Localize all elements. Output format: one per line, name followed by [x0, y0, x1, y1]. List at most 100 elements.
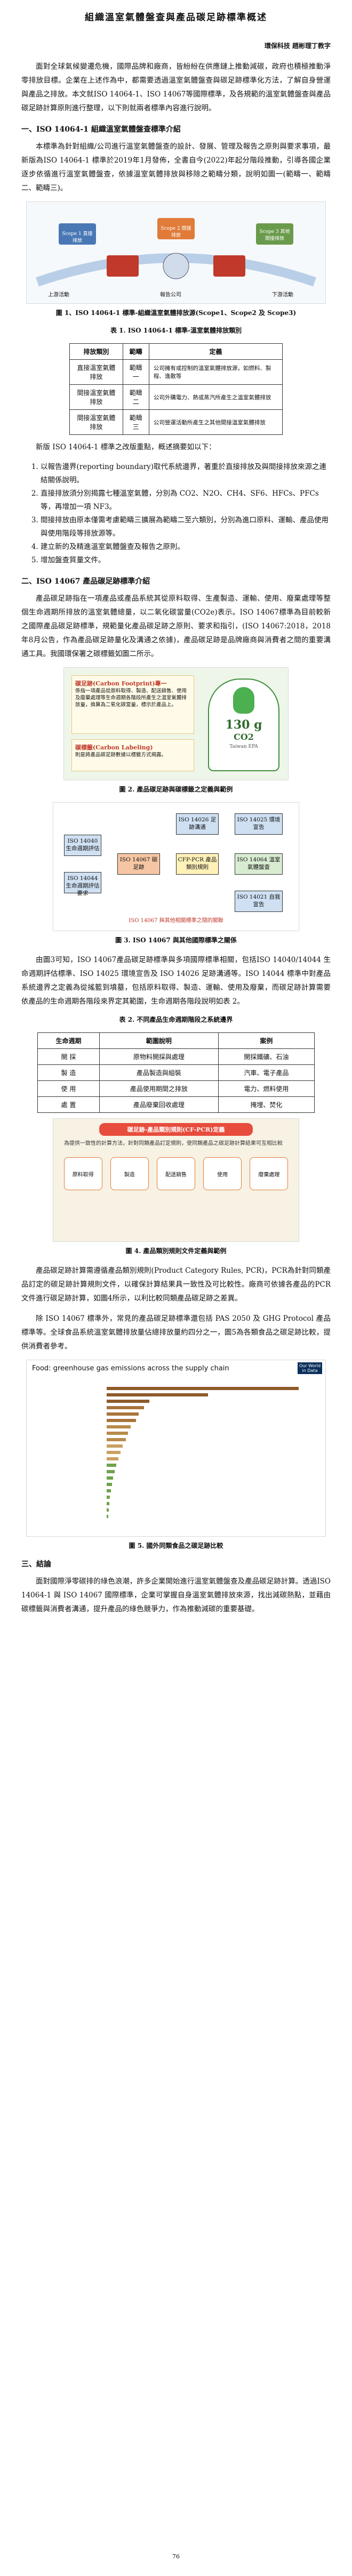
- section1-paragraph-2: 新版 ISO 14064-1 標準之改版重點，概述摘要如以下：: [36, 443, 216, 451]
- list-item: 以報告邊界(reporting boundary)取代系統邊界，著重於直接排放及…: [41, 461, 331, 487]
- table-cell: 開 採: [37, 1048, 100, 1065]
- figure-1-scope-diagram: Scope 1 直接排放 Scope 2 間接排放 Scope 3 其他間接排放…: [26, 201, 326, 304]
- table-cell: 範疇三: [122, 409, 149, 435]
- flow-box: ISO 14067 碳足跡: [117, 853, 160, 875]
- pcr-subtext: 為提供一致性的計算方法，針對同類產品訂定規則，使同類產品之碳足跡計算結果可互相比…: [64, 1141, 283, 1146]
- pcr-step: 使用: [203, 1157, 242, 1190]
- table-cell: 範疇一: [122, 359, 149, 385]
- table-row: 處 置 產品廢棄回收處理 掩埋、焚化: [37, 1096, 315, 1113]
- table-header: 生命週期: [37, 1032, 100, 1049]
- table-header: 範圍說明: [99, 1032, 219, 1049]
- stage-downstream: 下游活動: [272, 292, 293, 298]
- table-2: 生命週期 範圍說明 案例 開 採 原物料開採與處理 開採鐵礦、石油 製 造 產品…: [37, 1032, 315, 1113]
- pcr-step: 製造: [110, 1157, 149, 1190]
- scope2-label: Scope 2 間接排放: [161, 226, 191, 238]
- table-header: 範疇: [122, 343, 149, 360]
- figure-2-caption: 圖 2. 產品碳足跡與碳標籤之定義與範例: [119, 786, 233, 793]
- flow-box: ISO 14064 溫室氣體盤查: [235, 853, 283, 875]
- table-header-row: 排放類別 範疇 定義: [69, 343, 283, 360]
- bar-rows: [107, 1387, 299, 1518]
- page-title: 組織溫室氣體盤查與產品碳足跡標準概述: [85, 12, 267, 23]
- figure-5-food-emissions: Food: greenhouse gas emissions across th…: [26, 1360, 326, 1537]
- figure-3-caption: 圖 3. ISO 14067 與其他國際標準之關係: [115, 936, 237, 944]
- food-chart-bars: [107, 1387, 299, 1518]
- epa-badge: Taiwan EPA: [229, 744, 258, 749]
- author-line: 環保科技 趙彬理丁教字: [264, 42, 331, 50]
- section2-paragraph-4: 除 ISO 14067 標準外，常見的產品碳足跡標準還包括 PAS 2050 及…: [21, 1314, 331, 1351]
- table-row: 製 造 產品製造與組裝 汽車、電子產品: [37, 1064, 315, 1081]
- figure-2-carbon-label: 碳足跡(Carbon Footprint)專一 係指一項產品從原料取得、製造、配…: [63, 667, 289, 780]
- figure-4-caption: 圖 4. 產品類別規則文件定義與範例: [125, 1247, 227, 1255]
- table-row: 間接溫室氣體排放 範疇二 公司外購電力、熱或蒸汽所產生之溫室氣體排放: [69, 384, 283, 410]
- pcr-step: 原料取得: [63, 1157, 102, 1190]
- table-cell: 產品使用期間之排放: [99, 1080, 219, 1097]
- table-cell: 使 用: [37, 1080, 100, 1097]
- table-row: 直接溫室氣體排放 範疇一 公司擁有或控制的溫室氣體排放源，如燃料、製程、逸散等: [69, 359, 283, 385]
- table-header: 案例: [218, 1032, 315, 1049]
- footprint-icon: [233, 687, 254, 714]
- flow-note: ISO 14067 與其他相關標準之間的關聯: [129, 918, 223, 924]
- carbon-label-text: 則是將產品碳足跡數據以標籤方式揭露。: [75, 752, 167, 758]
- table-1: 排放類別 範疇 定義 直接溫室氣體排放 範疇一 公司擁有或控制的溫室氣體排放源，…: [69, 343, 283, 435]
- section2-heading: 二、ISO 14067 產品碳足跡標準介紹: [21, 577, 150, 586]
- table-header-row: 生命週期 範圍說明 案例: [37, 1032, 315, 1049]
- carbon-label-title: 碳標籤(Carbon Labeling): [75, 744, 153, 751]
- section3-paragraph-1: 面對國際淨零碳排的綠色浪潮，許多企業開始進行溫室氣體盤查及產品碳足跡計算。透過I…: [21, 1577, 331, 1613]
- flow-box: ISO 14021 自我宣告: [235, 891, 283, 912]
- scope1-label: Scope 1 直接排放: [62, 231, 93, 244]
- carbon-label-box: 碳標籤(Carbon Labeling) 則是將產品碳足跡數據以標籤方式揭露。: [71, 739, 194, 771]
- document-page: 組織溫室氣體盤查與產品碳足跡標準概述 環保科技 趙彬理丁教字 面對全球氣候變遷危…: [21, 0, 331, 1616]
- table-cell: 製 造: [37, 1064, 100, 1081]
- pcr-steps: 原料取得 製造 配送銷售 使用 廢棄處理: [60, 1157, 292, 1190]
- table-header: 排放類別: [69, 343, 123, 360]
- section2-paragraph-2: 由圖3可知，ISO 14067產品碳足跡標準與多項國際標準相關，包括ISO 14…: [21, 956, 331, 1006]
- revision-list: 以報告邊界(reporting boundary)取代系統邊界，著重於直接排放及…: [21, 461, 331, 567]
- stage-upstream: 上游活動: [48, 292, 69, 298]
- carbon-footprint-title: 碳足跡(Carbon Footprint)專一: [75, 680, 167, 687]
- flow-box: ISO 14040 生命週期評估: [64, 835, 101, 856]
- carbon-footprint-box: 碳足跡(Carbon Footprint)專一 係指一項產品從原料取得、製造、配…: [71, 675, 194, 734]
- section3-heading: 三、結論: [21, 1560, 51, 1569]
- table-cell: 範疇二: [122, 384, 149, 410]
- pcr-step: 廢棄處理: [250, 1157, 289, 1190]
- table-cell: 公司擁有或控制的溫室氣體排放源，如燃料、製程、逸散等: [148, 359, 283, 385]
- table-cell: 原物料開採與處理: [99, 1048, 219, 1065]
- table-cell: 汽車、電子產品: [218, 1064, 315, 1081]
- table-cell: 產品製造與組裝: [99, 1064, 219, 1081]
- table-cell: 間接溫室氣體排放: [69, 384, 123, 410]
- flow-box: ISO 14025 環境宣告: [235, 813, 283, 835]
- table-cell: 掩埋、焚化: [218, 1096, 315, 1113]
- section2-paragraph-1: 產品碳足跡指在一項產品或產品系統其從原料取得、生產製造、運輸、使用、廢棄處理等整…: [21, 594, 331, 658]
- flow-box: CFP-PCR 產品類別規則: [176, 853, 219, 875]
- stage-company: 報告公司: [160, 292, 181, 298]
- table-1-caption: 表 1. ISO 14064-1 標準-溫室氣體排放類別: [110, 327, 242, 334]
- figure-1-caption: 圖 1、ISO 14064-1 標準-組織溫室氣體排放源(Scope1、Scop…: [55, 309, 297, 317]
- table-cell: 直接溫室氣體排放: [69, 359, 123, 385]
- table-header: 定義: [148, 343, 283, 360]
- table-cell: 公司營運活動所產生之其他間接溫室氣體排放: [148, 409, 283, 435]
- table-cell: 電力、燃料使用: [218, 1080, 315, 1097]
- section1-paragraph-1: 本標準為針對組織/公司進行溫室氣體盤查的設計、發展、管理及報告之原則與要求事項，…: [21, 142, 331, 192]
- table-cell: 公司外購電力、熱或蒸汽所產生之溫室氣體排放: [148, 384, 283, 410]
- table-cell: 間接溫室氣體排放: [69, 409, 123, 435]
- list-item: 增加盤查質量文件。: [41, 554, 331, 567]
- pcr-step: 配送銷售: [156, 1157, 195, 1190]
- flow-box: ISO 14044 生命週期評估要求: [64, 872, 101, 897]
- pcr-header: 碳足跡-產品類別規則(CF-PCR)定義: [99, 1123, 253, 1136]
- section2-paragraph-3: 產品碳足跡計算需遵循產品類別規則(Product Category Rules,…: [21, 1266, 331, 1303]
- figure-4-pcr: 碳足跡-產品類別規則(CF-PCR)定義 為提供一致性的計算方法，針對同類產品訂…: [53, 1118, 299, 1242]
- figure-5-caption: 圖 5. 國外同類食品之碳足跡比較: [129, 1542, 223, 1549]
- section1-heading: 一、ISO 14064-1 組織溫室氣體盤查標準介紹: [21, 125, 181, 134]
- page-number: 76: [172, 2553, 180, 2560]
- table-cell: 處 置: [37, 1096, 100, 1113]
- owid-badge: Our World in Data: [298, 1362, 322, 1374]
- list-item: 間接排放由原本僅需考慮範疇三擴展為範疇二至六類別，分別為進口原料、運輸、產品使用…: [41, 514, 331, 540]
- scope-diagram-svg: [27, 202, 325, 303]
- carbon-value: 130 g: [225, 718, 262, 732]
- table-row: 使 用 產品使用期間之排放 電力、燃料使用: [37, 1080, 315, 1097]
- table-2-caption: 表 2. 不同產品生命週期階段之系統邊界: [119, 1016, 233, 1023]
- carbon-label-logo: 130 g CO2 Taiwan EPA: [208, 679, 279, 771]
- table-cell: 產品廢棄回收處理: [99, 1096, 219, 1113]
- table-row: 開 採 原物料開採與處理 開採鐵礦、石油: [37, 1048, 315, 1065]
- scope3-label: Scope 3 其他間接排放: [259, 229, 290, 241]
